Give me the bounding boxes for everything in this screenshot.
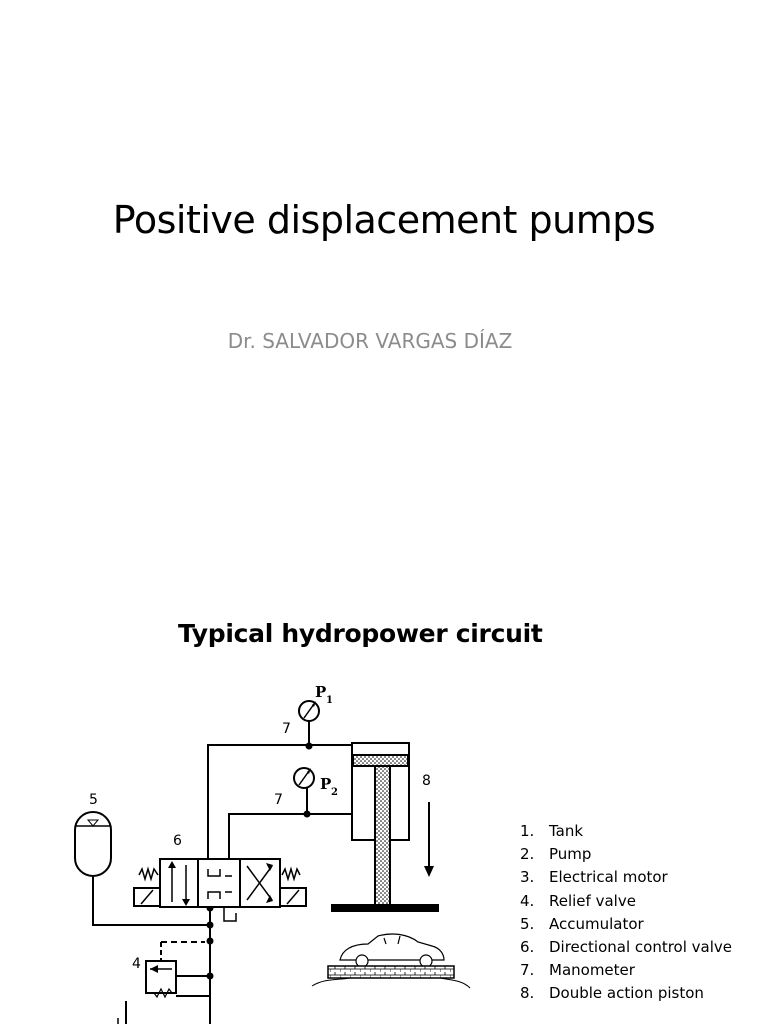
manometer-p2: P 2 7 — [274, 767, 338, 808]
title-slide — [0, 0, 768, 576]
p1-subscript: 1 — [326, 695, 333, 706]
p2-subscript: 2 — [331, 787, 338, 798]
piston-number: 8 — [422, 773, 431, 789]
legend-item: 1.Tank — [520, 822, 584, 840]
legend-item: 4.Relief valve — [520, 891, 636, 910]
double-action-piston: 8 — [331, 742, 439, 912]
legend-item: 3.Electrical motor — [520, 868, 668, 887]
manometer-number-top: 7 — [282, 721, 291, 737]
legend-item: 5.Accumulator — [520, 914, 644, 933]
legend-item: 7.Manometer — [520, 961, 635, 980]
legend-item: 2.Pump — [520, 845, 592, 864]
presentation-title: Positive displacement pumps — [112, 198, 656, 242]
junction-dots — [206, 742, 313, 980]
valve-number: 6 — [173, 833, 182, 849]
p1-label: P — [315, 683, 326, 701]
directional-control-valve: 6 — [133, 833, 307, 922]
legend-item: 8.Double action piston — [520, 984, 704, 1003]
author-subtitle: Dr. SALVADOR VARGAS DÍAZ — [227, 329, 513, 353]
accumulator: 5 — [74, 792, 112, 877]
p2-label: P — [320, 775, 331, 793]
manometer-p1: P 1 7 — [282, 683, 333, 737]
hydropower-circuit-diagram: P 1 7 P 2 7 8 5 6 — [74, 683, 471, 1024]
car-icon — [311, 933, 471, 989]
legend-item: 6.Directional control valve — [520, 938, 732, 957]
circuit-slide-title: Typical hydropower circuit — [178, 619, 543, 648]
relief-number: 4 — [132, 956, 141, 972]
accumulator-number: 5 — [89, 792, 98, 808]
relief-valve: 4 — [117, 941, 205, 1024]
manometer-number-bottom: 7 — [274, 792, 283, 808]
component-legend: 1.Tank 2.Pump 3.Electrical motor 4.Relie… — [520, 820, 732, 1006]
